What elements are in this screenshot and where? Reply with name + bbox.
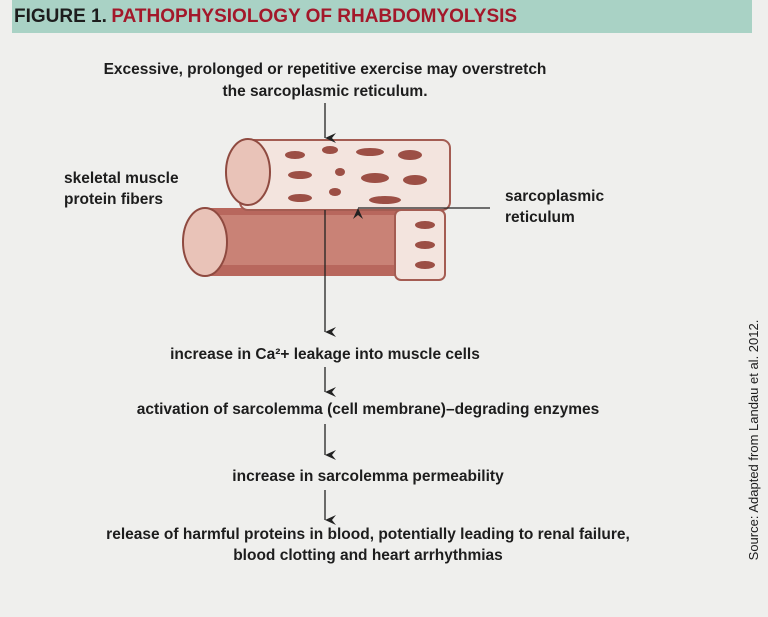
label-sarcoplasmic-reticulum: sarcoplasmic reticulum xyxy=(505,186,604,228)
figure-title: PATHOPHYSIOLOGY OF RHABDOMYOLYSIS xyxy=(111,6,518,27)
intro-line1: Excessive, prolonged or repetitive exerc… xyxy=(103,61,547,78)
step-calcium-leakage: increase in Ca²+ leakage into muscle cel… xyxy=(170,346,480,363)
step-enzyme-activation: activation of sarcolemma (cell membrane)… xyxy=(136,401,600,418)
step-protein-release-line1: release of harmful proteins in blood, po… xyxy=(106,526,630,543)
label-line: reticulum xyxy=(505,209,575,226)
figure-header: FIGURE 1. PATHOPHYSIOLOGY OF RHABDOMYOLY… xyxy=(12,0,752,33)
muscle-fiber-illustration xyxy=(182,138,451,281)
step-protein-release-line2: blood clotting and heart arrhythmias xyxy=(233,547,503,564)
label-line: sarcoplasmic xyxy=(505,188,605,205)
figure-label: FIGURE 1. xyxy=(14,6,107,27)
label-line: protein fibers xyxy=(64,191,164,208)
source-credit: Source: Adapted from Landau et al. 2012. xyxy=(746,319,761,561)
label-line: skeletal muscle xyxy=(64,170,179,187)
intro-line2: the sarcoplasmic reticulum. xyxy=(222,83,428,100)
label-skeletal-muscle: skeletal muscle protein fibers xyxy=(64,168,179,210)
step-permeability: increase in sarcolemma permeability xyxy=(232,468,504,485)
